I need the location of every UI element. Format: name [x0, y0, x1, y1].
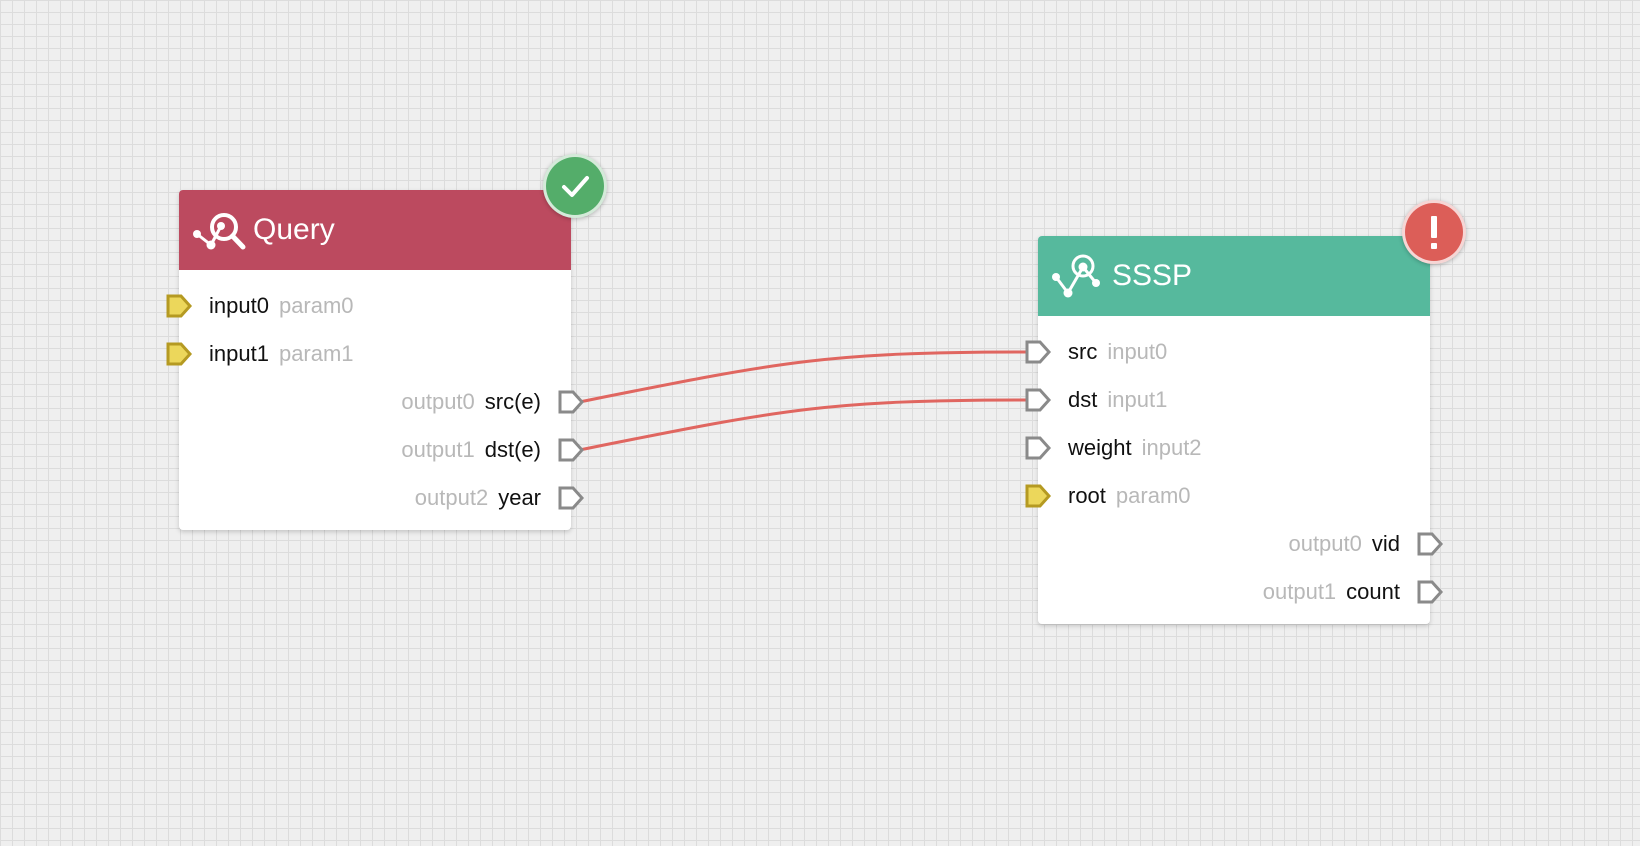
input-port-icon[interactable]	[1024, 435, 1052, 461]
param-port-icon[interactable]	[1024, 483, 1052, 509]
port-role: param1	[278, 341, 354, 366]
port-name: src	[1068, 339, 1098, 364]
port-role: input1	[1107, 387, 1168, 412]
edge-src-to-src[interactable]	[578, 350, 1027, 404]
output-port-icon[interactable]	[557, 485, 585, 511]
port-name: dst(e)	[484, 437, 541, 462]
graph-algorithm-icon	[1048, 252, 1108, 300]
port-name: weight	[1068, 435, 1132, 460]
sssp-port-row-root: root param0	[1025, 472, 1430, 520]
port-name: count	[1346, 579, 1400, 604]
status-badge-error	[1402, 200, 1466, 264]
output-port-icon[interactable]	[557, 389, 585, 415]
sssp-port-row-count: output1 count	[1038, 568, 1444, 616]
sssp-node-ports: src input0 dst input1 weight input2 root…	[1025, 316, 1444, 624]
port-name: input1	[209, 341, 269, 366]
query-port-row-output1: output1 dst(e)	[179, 426, 585, 474]
port-name: input0	[209, 293, 269, 318]
port-name: vid	[1371, 531, 1400, 556]
port-role: input0	[1107, 339, 1168, 364]
edge-dst-to-dst[interactable]	[578, 398, 1027, 452]
sssp-port-row-weight: weight input2	[1025, 424, 1430, 472]
sssp-port-row-dst: dst input1	[1025, 376, 1430, 424]
sssp-node[interactable]: SSSP src input0 dst input1 weight input2…	[1025, 200, 1466, 624]
sssp-port-row-vid: output0 vid	[1038, 520, 1444, 568]
port-name: src(e)	[484, 389, 541, 414]
query-port-row-input1: input1 param1	[166, 330, 571, 378]
query-node-title: Query	[253, 213, 335, 246]
port-name: year	[498, 485, 541, 510]
output-port-icon[interactable]	[557, 437, 585, 463]
query-node-ports: input0 param0 input1 param1 output0 src(…	[166, 270, 585, 530]
port-role: output1	[401, 437, 475, 462]
query-port-row-output0: output0 src(e)	[179, 378, 585, 426]
sssp-node-title: SSSP	[1112, 259, 1193, 292]
port-role: output2	[414, 485, 489, 510]
input-port-icon[interactable]	[1024, 387, 1052, 413]
port-role: output1	[1262, 579, 1337, 604]
query-node[interactable]: Query input0 param0 input1 param1 output…	[166, 154, 607, 530]
check-icon	[562, 176, 589, 197]
port-role: param0	[278, 293, 354, 318]
port-role: output0	[1288, 531, 1362, 556]
sssp-port-row-src: src input0	[1025, 328, 1430, 376]
port-name: dst	[1068, 387, 1098, 412]
port-role: param0	[1115, 483, 1191, 508]
status-badge-success	[543, 154, 607, 218]
sssp-node-header[interactable]: SSSP	[1038, 236, 1430, 316]
param-port-icon[interactable]	[165, 341, 193, 367]
exclamation-icon	[1431, 216, 1437, 249]
port-role: input2	[1141, 435, 1202, 460]
query-port-row-output2: output2 year	[179, 474, 585, 522]
port-role: output0	[401, 389, 475, 414]
port-name: root	[1068, 483, 1106, 508]
query-port-row-input0: input0 param0	[166, 282, 571, 330]
input-port-icon[interactable]	[1024, 339, 1052, 365]
param-port-icon[interactable]	[165, 293, 193, 319]
output-port-icon[interactable]	[1416, 579, 1444, 605]
query-node-header[interactable]: Query	[179, 190, 571, 270]
query-graph-search-icon	[189, 206, 249, 254]
output-port-icon[interactable]	[1416, 531, 1444, 557]
